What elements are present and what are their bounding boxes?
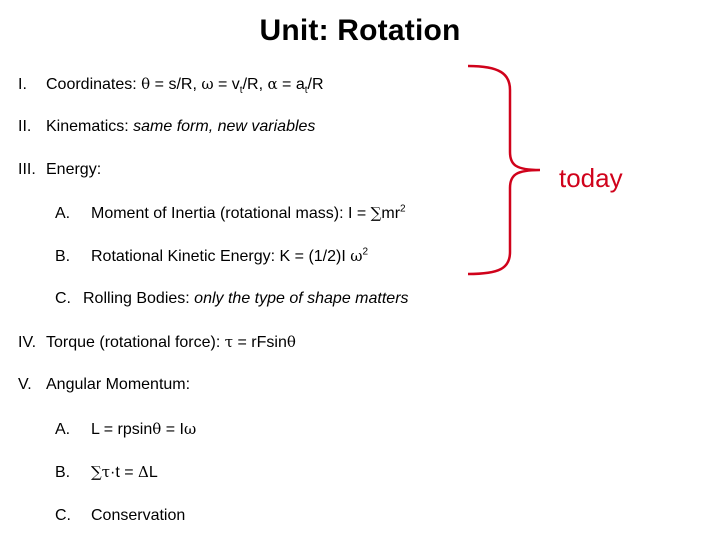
item-label: Angular Momentum: bbox=[46, 376, 191, 393]
equation-text: = s/R, bbox=[150, 76, 202, 93]
alpha-symbol: α bbox=[267, 75, 278, 93]
outline-item-coordinates: I.Coordinates: θ = s/R, ω = vt/R, α = at… bbox=[18, 74, 324, 97]
theta-symbol: θ bbox=[152, 420, 162, 438]
subscript: t bbox=[304, 85, 308, 97]
item-marker: I. bbox=[18, 76, 27, 93]
equation-text: ·t = bbox=[110, 464, 139, 481]
omega-symbol: ω bbox=[201, 75, 214, 93]
equation-text: /R, bbox=[242, 76, 268, 93]
item-marker: B. bbox=[55, 464, 71, 481]
slide-title: Unit: Rotation bbox=[259, 14, 461, 47]
item-label: L = rpsin bbox=[91, 421, 153, 438]
theta-symbol: θ bbox=[286, 333, 296, 351]
item-label: Conservation bbox=[91, 507, 186, 524]
item-marker: A. bbox=[55, 205, 71, 222]
item-label: Torque (rotational force): bbox=[46, 334, 225, 351]
outline-item-angular-momentum: V. Angular Momentum: bbox=[18, 375, 190, 395]
item-marker: V. bbox=[18, 376, 32, 393]
equation-text: = rFsin bbox=[233, 334, 287, 351]
equation-text: = I bbox=[161, 421, 184, 438]
equation-text: /R bbox=[307, 76, 324, 93]
item-marker: C. bbox=[55, 290, 71, 307]
item-label: Moment of Inertia (rotational mass): I = bbox=[91, 205, 371, 222]
item-marker: C. bbox=[55, 507, 71, 524]
item-marker: B. bbox=[55, 248, 71, 265]
item-marker: II. bbox=[18, 118, 32, 135]
item-label: Coordinates: bbox=[46, 76, 142, 93]
outline-subitem-angular-impulse: B. ∑τ·t = ΔL bbox=[55, 462, 158, 483]
item-marker: A. bbox=[55, 421, 71, 438]
item-label: Kinematics: bbox=[46, 118, 134, 135]
item-marker: IV. bbox=[18, 334, 37, 351]
item-italic-note: only the type of shape matters bbox=[194, 290, 409, 307]
tau-symbol: τ bbox=[224, 333, 234, 351]
item-marker: III. bbox=[18, 161, 36, 178]
item-label: Energy: bbox=[46, 161, 102, 178]
outline-subitem-conservation: C. Conservation bbox=[55, 506, 185, 526]
outline-item-energy: III. Energy: bbox=[18, 160, 101, 180]
superscript: 2 bbox=[362, 246, 369, 258]
item-label: Rolling Bodies: bbox=[83, 290, 195, 307]
omega-symbol: ω bbox=[350, 247, 363, 265]
theta-symbol: θ bbox=[141, 75, 151, 93]
curly-brace-icon bbox=[467, 64, 541, 276]
outline-subitem-rolling-bodies: C. Rolling Bodies: only the type of shape… bbox=[55, 289, 409, 309]
equation-text: = a bbox=[277, 76, 305, 93]
outline-item-kinematics: II. Kinematics: same form, new variables bbox=[18, 117, 315, 137]
equation-text: L bbox=[148, 464, 158, 481]
item-label: Rotational Kinetic Energy: K = (1/2)I bbox=[91, 248, 351, 265]
today-annotation: today bbox=[559, 163, 623, 193]
outline-subitem-l-equation: A. L = rpsinθ = Iω bbox=[55, 419, 196, 440]
item-italic-note: same form, new variables bbox=[133, 118, 316, 135]
outline-subitem-moment-of-inertia: A. Moment of Inertia (rotational mass): I… bbox=[55, 203, 406, 224]
superscript: 2 bbox=[400, 203, 406, 215]
outline-item-torque: IV. Torque (rotational force): τ = rFsinθ bbox=[18, 332, 296, 353]
omega-symbol: ω bbox=[183, 420, 197, 438]
outline-subitem-rotational-ke: B.Rotational Kinetic Energy: K = (1/2)I … bbox=[55, 246, 368, 267]
sum-symbol: ∑ bbox=[370, 204, 382, 222]
equation-text: = v bbox=[213, 76, 240, 93]
subscript: t bbox=[239, 85, 243, 97]
delta-symbol: Δ bbox=[138, 463, 149, 481]
equation-text: mr bbox=[381, 205, 401, 222]
sum-tau-symbol: ∑τ bbox=[91, 463, 111, 481]
